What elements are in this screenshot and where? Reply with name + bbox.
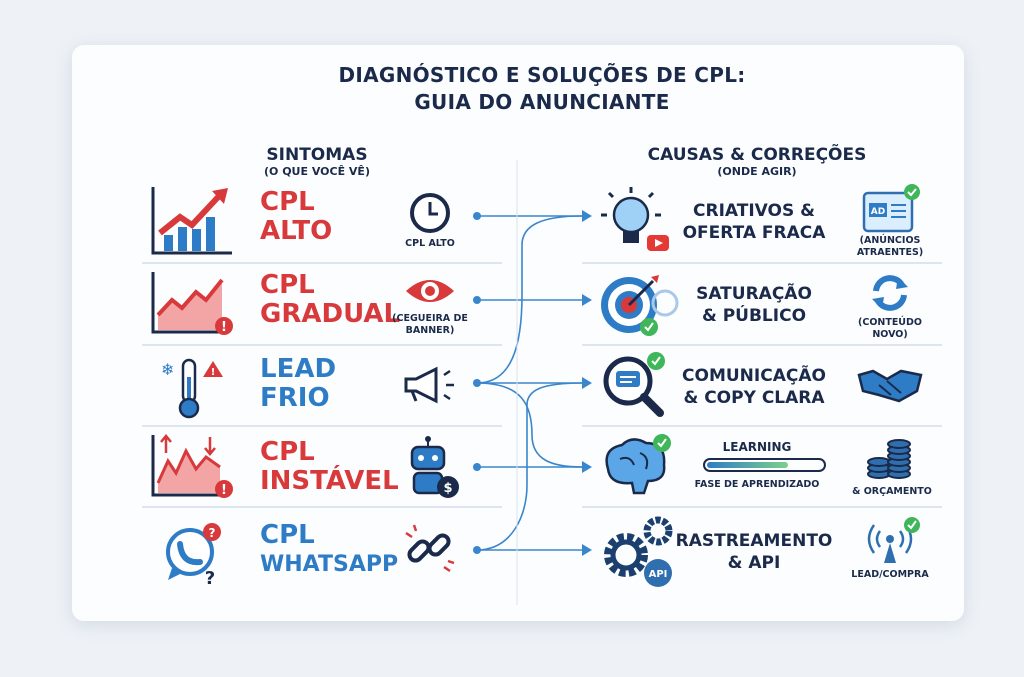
svg-text:?: ?	[209, 526, 216, 540]
svg-text:?: ?	[205, 568, 215, 589]
divider	[142, 262, 502, 264]
lightbulb-icon	[601, 187, 669, 251]
magnifier-chat-icon	[603, 352, 665, 417]
svg-text:API: API	[649, 569, 668, 580]
learning-label: LEARNING	[722, 440, 792, 454]
symptoms-header: SINTOMAS (O QUE VOCÊ VÊ)	[222, 145, 412, 178]
thermometer-icon: ❄ !	[161, 358, 223, 419]
learning-progress-bar	[703, 458, 826, 472]
divider	[142, 425, 502, 427]
target-icon	[601, 275, 679, 336]
volatile-chart-icon: !	[151, 434, 233, 498]
symptoms-title: SINTOMAS	[266, 145, 368, 165]
signal-tower-icon	[867, 517, 920, 563]
cause-comunicacao: COMUNICAÇÃO& COPY CLARA	[682, 366, 826, 408]
broken-link-icon	[405, 524, 455, 573]
phase-label: FASE DE APRENDIZADO	[694, 479, 820, 490]
divider	[582, 344, 942, 346]
infographic-card: DIAGNÓSTICO E SOLUÇÕES DE CPL: GUIA DO A…	[72, 45, 964, 621]
cause-rastreamento: RASTREAMENTO& API	[675, 531, 833, 573]
whatsapp-icon: ??	[166, 523, 221, 589]
brain-icon	[605, 434, 671, 495]
refresh-icon	[872, 275, 908, 311]
clock-icon	[410, 193, 450, 233]
handshake-icon	[857, 369, 923, 403]
sub-label: (CONTEÚDO NOVO)	[858, 317, 922, 340]
sub-label: LEAD/COMPRA	[851, 569, 929, 580]
cause-criativos: CRIATIVOS &OFERTA FRACA	[682, 201, 826, 243]
causes-title: CAUSAS & CORREÇÕES	[647, 145, 867, 165]
sub-label: (ANÚNCIOS ATRAENTES)	[856, 235, 924, 258]
cause-saturacao: SATURAÇÃO& PÚBLICO	[696, 284, 812, 326]
robot-icon: $	[410, 436, 459, 498]
megaphone-icon	[404, 366, 454, 404]
svg-text:$: $	[443, 481, 452, 496]
title-line2: GUIA DO ANUNCIANTE	[414, 90, 670, 114]
gears-icon: API	[604, 516, 673, 587]
ad-window-icon: AD	[862, 184, 920, 233]
symptoms-subtitle: (O QUE VOCÊ VÊ)	[264, 165, 370, 178]
svg-text:❄: ❄	[161, 360, 174, 379]
rising-bar-chart-icon	[151, 187, 232, 255]
svg-text:!: !	[211, 367, 216, 378]
title-line1: DIAGNÓSTICO E SOLUÇÕES DE CPL:	[338, 63, 746, 87]
coins-icon	[867, 439, 911, 479]
svg-text:AD: AD	[871, 207, 885, 217]
divider	[142, 506, 502, 508]
causes-subtitle: (ONDE AGIR)	[717, 165, 797, 178]
connector	[476, 215, 583, 384]
divider	[582, 425, 942, 427]
svg-text:!: !	[221, 320, 227, 335]
sub-label: CPL ALTO	[405, 238, 455, 249]
learning-progress-fill	[707, 462, 788, 468]
eye-icon	[406, 280, 454, 302]
connector-lines	[473, 160, 592, 605]
divider	[142, 344, 502, 346]
connector	[476, 382, 583, 551]
causes-header: CAUSAS & CORREÇÕES (ONDE AGIR)	[632, 145, 882, 178]
svg-text:!: !	[221, 483, 227, 498]
divider	[582, 506, 942, 508]
sub-label: (CEGUEIRA DE BANNER)	[392, 313, 468, 336]
sub-label: & ORÇAMENTO	[852, 486, 932, 497]
divider	[582, 262, 942, 264]
connector	[476, 382, 583, 468]
rising-area-chart-icon: !	[151, 272, 233, 335]
